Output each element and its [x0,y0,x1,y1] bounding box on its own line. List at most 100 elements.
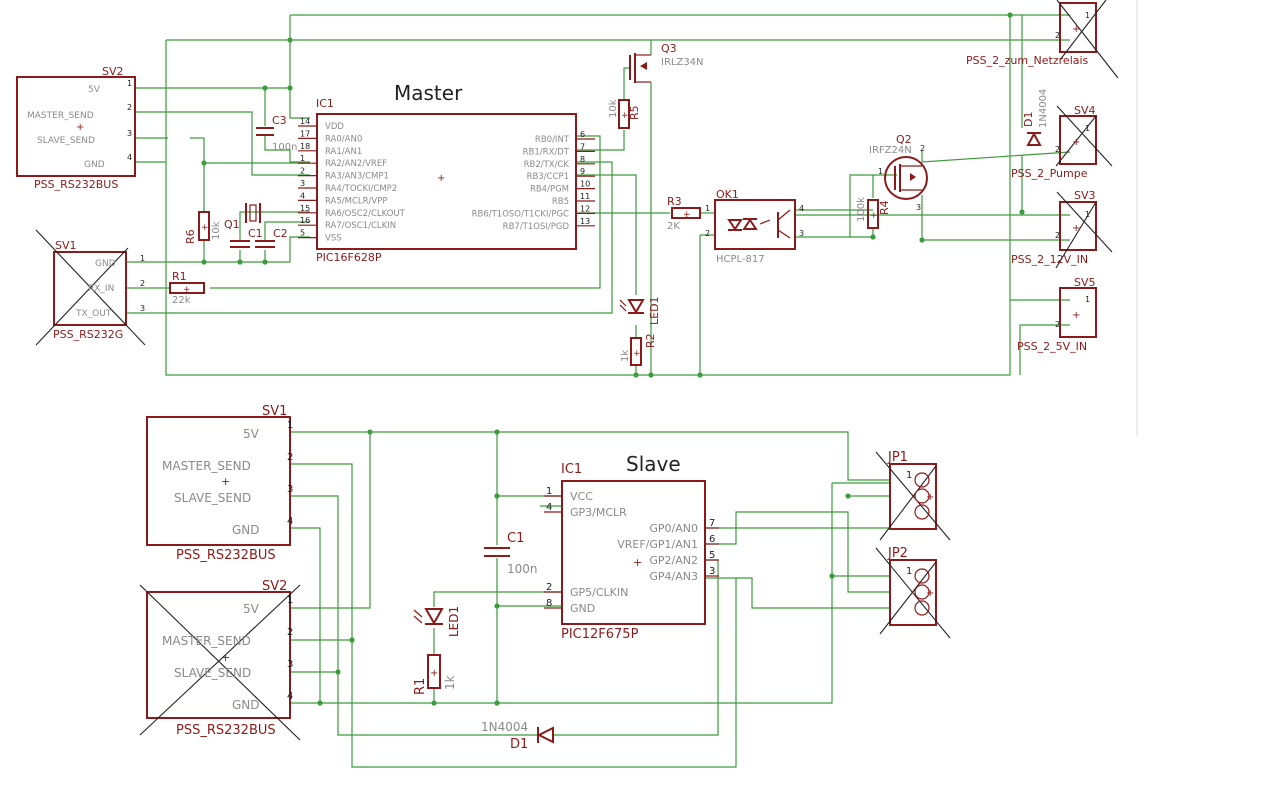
master-c3-capacitor[interactable]: C3 100n [256,114,297,153]
slave-r1-resistor[interactable]: + R1 1k [413,654,457,695]
master-ok1-pin-number: 2 [705,229,710,238]
master-r6-value: 10k [211,221,222,240]
master-r6-resistor[interactable]: + R6 10k [184,211,222,244]
master-r4-ref: R4 [878,200,891,215]
master-r3-value: 2K [667,221,680,232]
svg-text:+: + [926,492,934,503]
ic-pin-name: RA2/AN2/VREF [325,159,387,169]
ic-pin-number: 16 [300,216,310,225]
master-sv3-connector[interactable]: + SV3 1 2 PSS_2_12V_IN [1011,189,1113,269]
slave-r1-ref: R1 [413,678,428,695]
slave-ic1-value: PIC12F675P [561,627,639,642]
master-sv4-connector[interactable]: + SV4 1 2 PSS_2_Pumpe [1011,104,1113,180]
master-sv2-connector[interactable]: SV2 PSS_RS232BUS + 5V MASTER_SEND SLAVE_… [16,65,136,191]
master-ic1-chip[interactable]: + Master IC1 PIC16F628P 14VDD17RA0/AN018… [298,81,595,264]
slave-junctions [317,429,851,706]
ic-pin-name: RB2/TX/CK [524,160,570,170]
master-sv5-connector[interactable]: + SV5 1 2 PSS_2_5V_IN [1017,276,1097,353]
master-title: Master [394,81,463,105]
slave-sv1-pin-label: SLAVE_SEND [174,491,251,505]
ic-pin-number: 8 [580,155,585,164]
ic-pin-name: VDD [325,122,344,132]
master-c3-value: 100n [272,142,297,153]
slave-d1-diode[interactable]: 1N4004 D1 [481,720,554,752]
slave-sv2-pin-number: 2 [287,627,293,638]
master-r4-resistor[interactable]: + R4 100k [856,197,891,229]
master-q1-crystal[interactable]: Q1 [224,203,261,231]
slave-sv2-ref: SV2 [262,579,287,594]
slave-sv2-connector[interactable]: + SV2 PSS_RS232BUS 5V MASTER_SEND SLAVE_… [139,579,301,741]
sv4-pin: 1 [1085,124,1090,133]
master-sv2-value: PSS_RS232BUS [34,178,118,191]
ic-pin-name: RB5 [552,197,569,207]
master-d1-diode[interactable]: D1 1N4004 [1022,89,1049,146]
master-c2-capacitor[interactable]: C2 [255,227,288,248]
master-sv2-pin-number: 4 [127,153,132,162]
master-sv1-connector[interactable]: SV1 PSS_RS232G GND RX_IN TX_OUT 1 2 3 [35,229,146,346]
master-q2-pin-number: 2 [920,144,925,153]
master-sv3-ref: SV3 [1074,189,1096,202]
master-r2-resistor[interactable]: + 1k R2 [620,333,657,366]
master-q3-value: IRLZ34N [661,57,704,68]
ic-pin-number: 12 [580,204,590,213]
ic-pin-number: 6 [580,130,585,139]
master-sv5-value: PSS_2_5V_IN [1017,340,1087,353]
svg-text:+: + [221,651,230,664]
master-c1-capacitor[interactable]: C1 [230,227,263,248]
master-q2-mosfet[interactable]: Q2 IRFZ24N 1 2 3 [869,133,928,212]
master-r2-value: 1k [620,350,631,362]
relais-pin: 1 [1085,11,1090,20]
master-q2-pin-number: 1 [878,167,883,176]
master-ok1-pin-number: 4 [799,204,804,213]
master-led1-diode[interactable]: LED1 [619,296,661,325]
slave-ic1-ref: IC1 [561,462,582,477]
slave-jp2-ref: JP2 [887,546,908,561]
master-q3-mosfet[interactable]: Q3 IRLZ34N [629,42,704,83]
master-q2-value: IRFZ24N [869,145,912,156]
ic-pin-name: RB0/INT [535,135,570,145]
master-sv3-value: PSS_2_12V_IN [1011,253,1088,266]
master-ok1-optocoupler[interactable]: OK1 HCPL-817 1 2 3 4 [705,188,804,265]
master-r2-ref: R2 [644,333,657,348]
slave-sv1-connector[interactable]: + SV1 PSS_RS232BUS 5V MASTER_SEND SLAVE_… [146,404,293,563]
ic-pin-number: 14 [300,117,310,126]
master-ic1-ref: IC1 [316,97,334,110]
svg-text:+: + [926,588,934,599]
master-ic1-right-pins: 6RB0/INT7RB1/RX/DT8RB2/TX/CK9RB3/CCP110R… [472,130,595,232]
slave-led1-diode[interactable]: LED1 [413,606,461,637]
master-sv1-ref: SV1 [55,239,77,252]
slave-sv1-value: PSS_RS232BUS [176,548,276,563]
ic-pin-name: RB3/CCP1 [527,172,569,182]
master-junctions [201,12,1025,378]
ic-pin-name: GND [570,602,595,615]
ic-pin-name: VCC [570,490,593,503]
ic-pin-name: GP2/AN2 [649,554,698,567]
ic-pin-number: 11 [580,192,590,201]
master-r1-resistor[interactable]: + R1 22k [169,270,205,306]
ic-pin-number: 17 [300,129,310,138]
slave-sv1-pin-number: 3 [287,484,293,495]
slave-jp1-jumper[interactable]: + JP1 1 [875,450,951,541]
ic-pin-name: RA1/AN1 [325,147,362,157]
slave-sv1-pin-label: MASTER_SEND [162,459,251,473]
master-sv-relais-connector[interactable]: + 1 2 PSS_2_zum_Netzrelais [966,0,1119,79]
ic-pin-name: RA0/AN0 [325,134,362,144]
slave-jp2-jumper[interactable]: + JP2 1 [875,546,951,639]
slave-title: Slave [626,452,681,476]
master-sv1-value: PSS_RS232G [53,328,123,341]
master-r1-ref: R1 [172,270,187,283]
master-r5-resistor[interactable]: + R5 10k [608,99,641,129]
master-r3-resistor[interactable]: + R3 2K [667,195,701,232]
ic-pin-number: 5 [709,550,715,561]
master-sv4-value: PSS_2_Pumpe [1011,167,1088,180]
master-sv2-pin-number: 2 [127,103,132,112]
master-sv1-pin-label: RX_IN [88,284,114,294]
master-sv1-pin-label: TX_OUT [75,309,112,319]
slave-c1-capacitor[interactable]: C1 100n [484,531,538,576]
slave-sv2-pin-label: SLAVE_SEND [174,666,251,680]
master-sv1-pin-number: 1 [140,254,145,263]
ic-pin-number: 10 [580,180,590,189]
